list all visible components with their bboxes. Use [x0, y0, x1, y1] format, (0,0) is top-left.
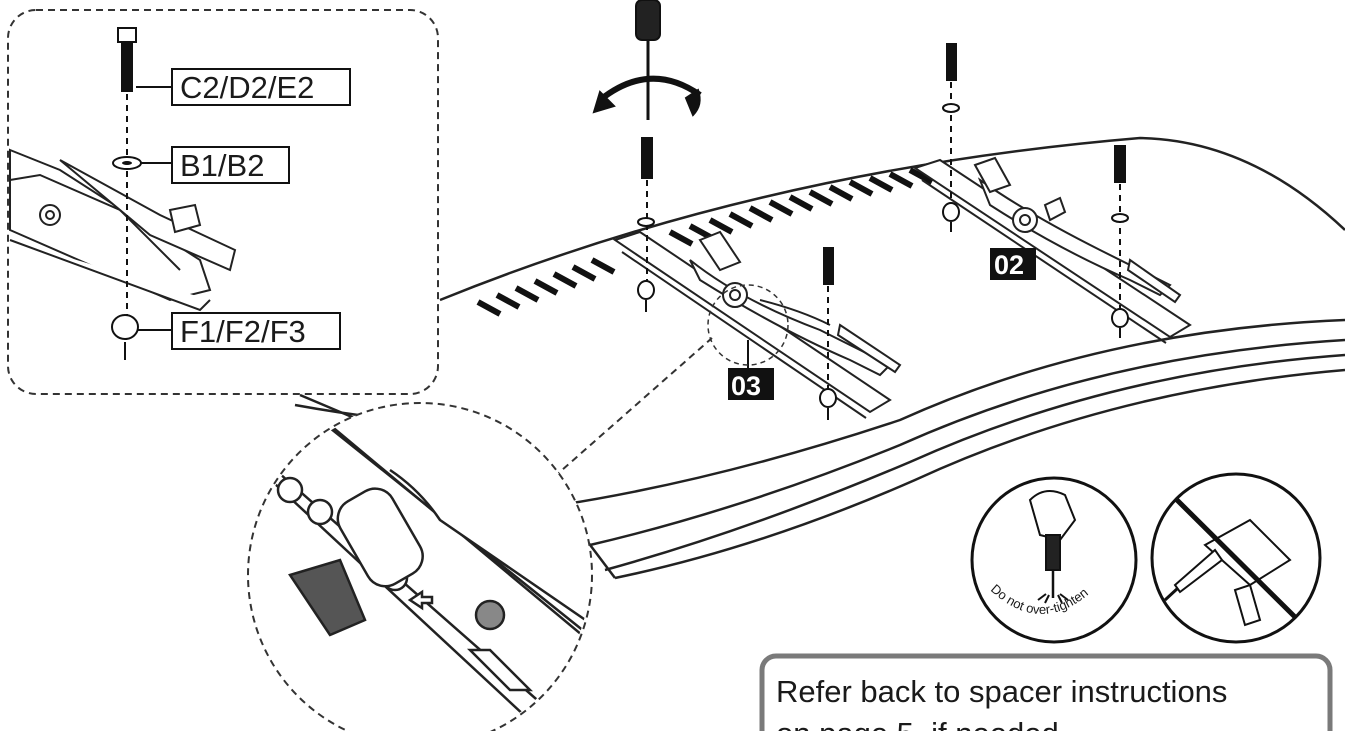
note-box: Refer back to spacer instructions on pag… [759, 653, 1333, 731]
note-line-2: on page 5, if needed. [776, 716, 1067, 731]
arm-tag-02: 02 [990, 248, 1036, 280]
screws-and-spacers [592, 0, 1129, 420]
label-bolt: C2/D2/E2 [171, 68, 351, 106]
note-line-1: Refer back to spacer instructions [776, 674, 1227, 709]
label-spacer: F1/F2/F3 [171, 312, 341, 350]
vent-slots [476, 167, 934, 317]
arm-tag-03: 03 [728, 340, 774, 401]
mounting-arm-right [912, 156, 1192, 344]
no-power-drill-icon [1150, 472, 1322, 644]
screwdriver-icon [592, 0, 702, 120]
svg-text:03: 03 [731, 371, 761, 401]
svg-text:F1/F2/F3: F1/F2/F3 [180, 314, 306, 349]
hand-screwdriver-icon: Do not over-tighten [970, 476, 1138, 644]
svg-text:C2/D2/E2: C2/D2/E2 [180, 70, 314, 105]
zoom-detail-circle [247, 284, 789, 731]
svg-text:B1/B2: B1/B2 [180, 148, 264, 183]
label-washer: B1/B2 [171, 146, 290, 184]
hardware-detail-callout: C2/D2/E2 B1/B2 F1/F2/F3 [7, 9, 439, 395]
svg-text:02: 02 [994, 250, 1024, 280]
